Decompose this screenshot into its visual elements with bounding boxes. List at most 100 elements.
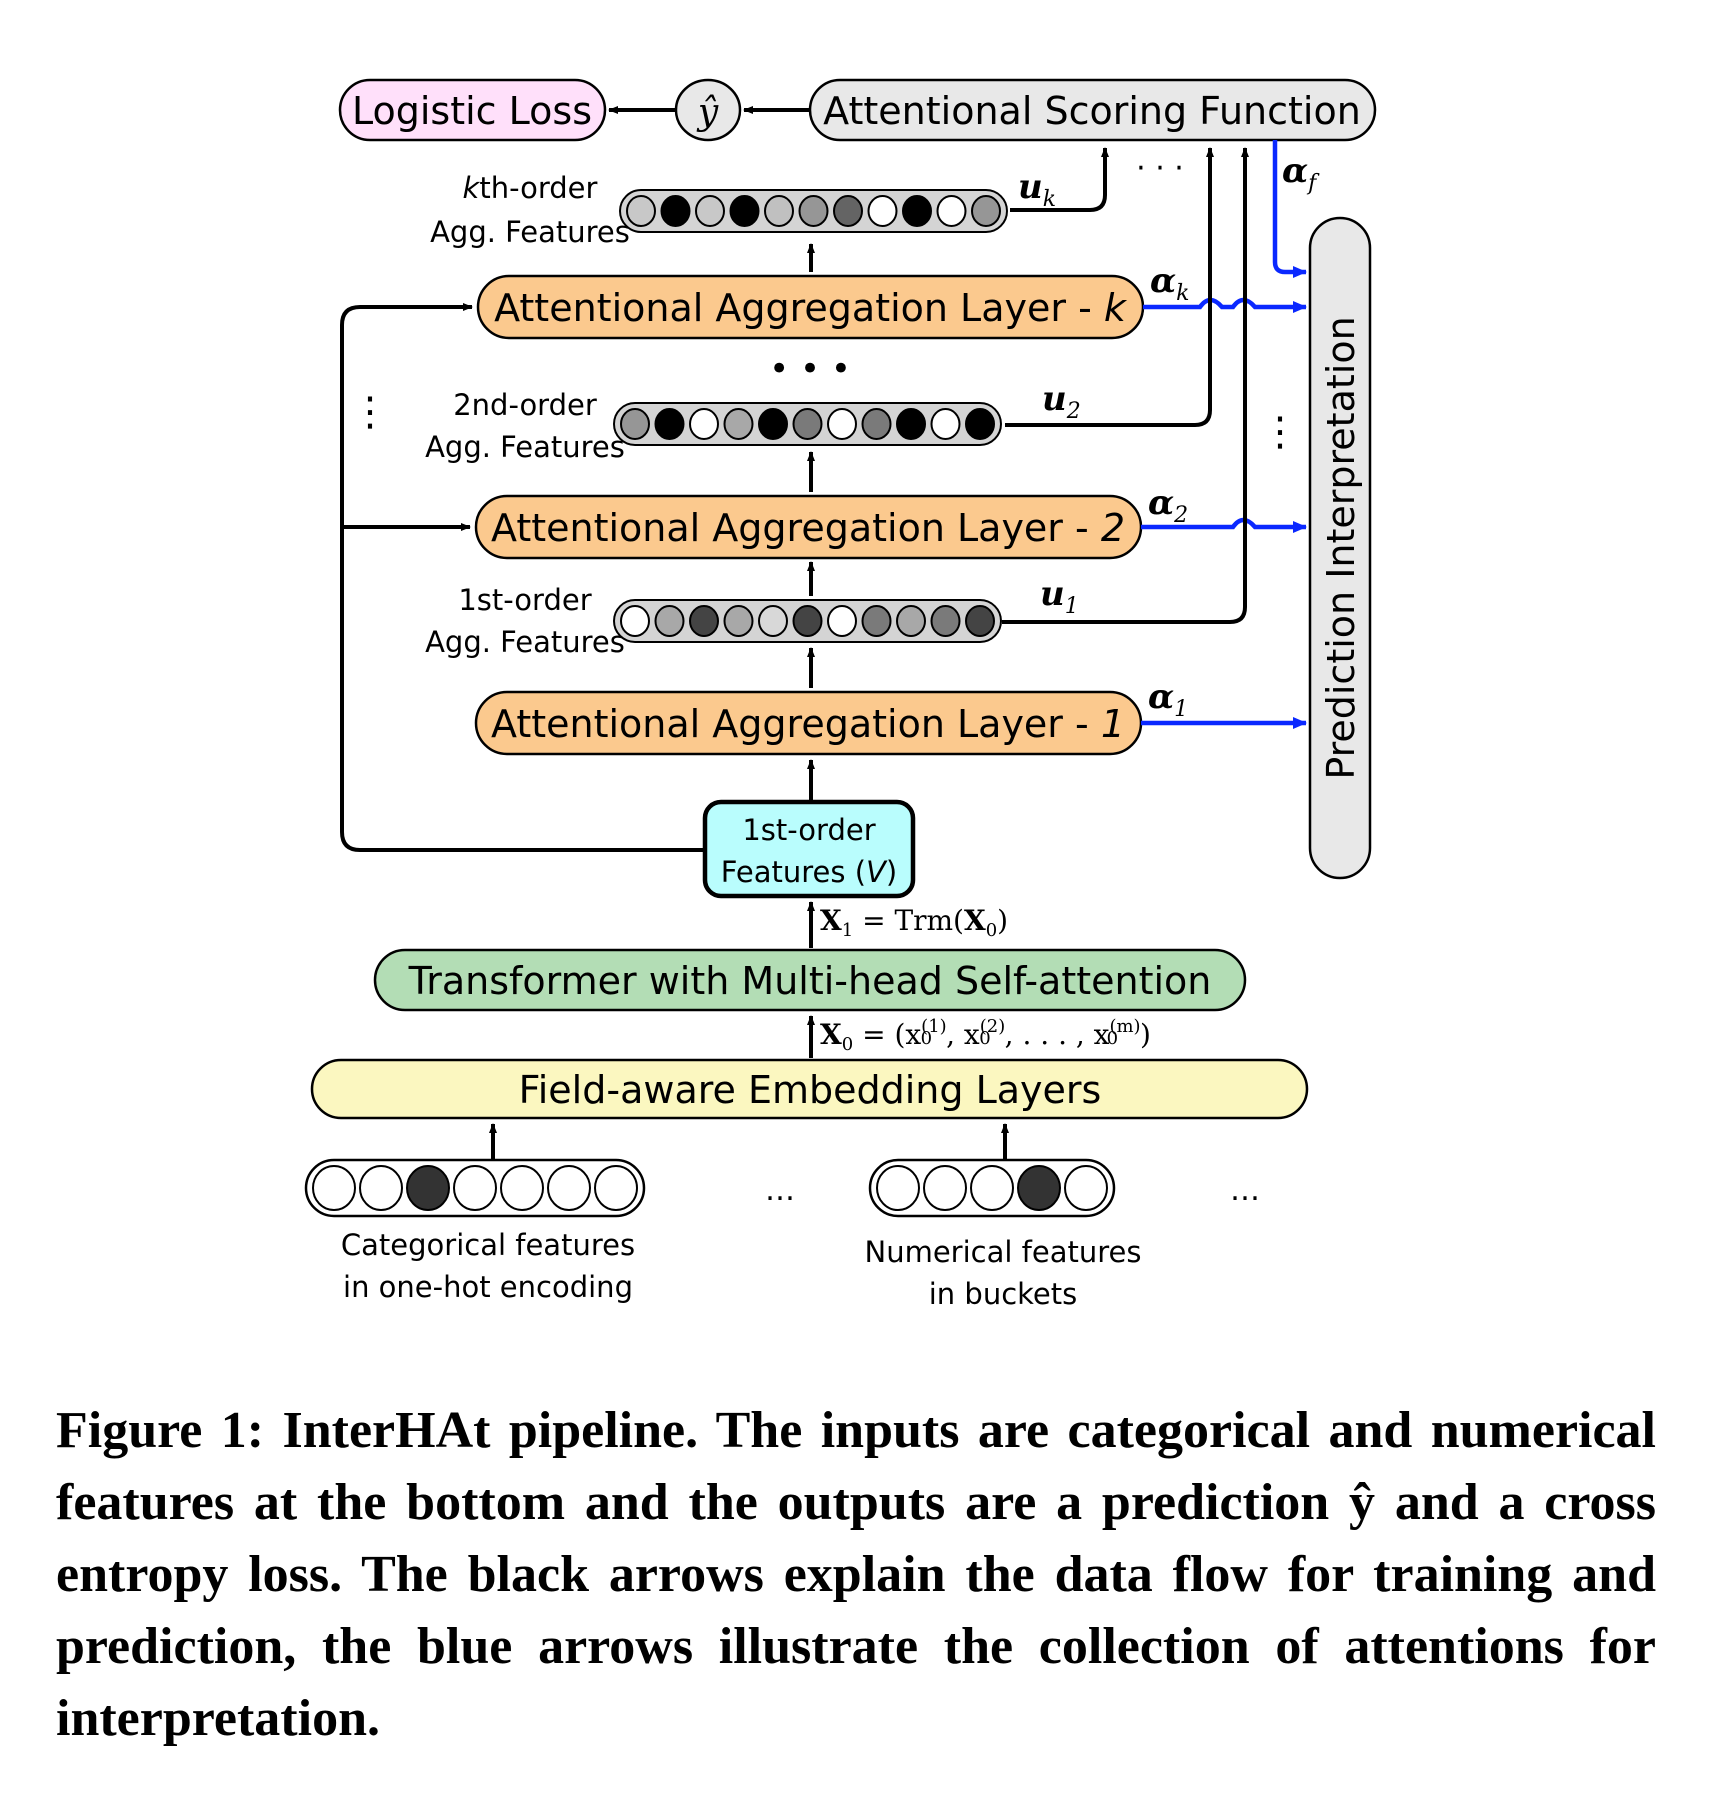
numerical-vector-unit [876, 1165, 920, 1211]
prediction-interpretation-node: Prediction Interpretation [1308, 216, 1372, 880]
kth-order-vector-unit [833, 195, 863, 227]
alpha-k-arrow [1143, 297, 1307, 313]
first-order-vector-unit [723, 605, 754, 637]
first-order-vector-unit [620, 605, 650, 637]
second-order-vector-unit [965, 408, 995, 440]
layer-1-label: Attentional Aggregation Layer - 1 [491, 702, 1125, 746]
second-order-vector-unit [792, 408, 823, 440]
attentional-aggregation-layer-2: Attentional Aggregation Layer - 2 [474, 494, 1143, 560]
alpha-k-label: αk [1150, 261, 1190, 306]
first-order-feature-vector [613, 599, 1002, 643]
kth-order-label-line2: Agg. Features [430, 215, 630, 249]
alpha-1-label: α1 [1148, 677, 1188, 722]
categorical-vector-unit [406, 1165, 450, 1211]
second-order-label-line1: 2nd-order [453, 388, 597, 422]
second-order-vector-unit [896, 408, 926, 440]
u1-label: u1 [1040, 574, 1079, 619]
ellipsis-scoring-inputs: · · · [1136, 151, 1184, 186]
x1-equation: X1 = Trm(X0) [820, 904, 1008, 941]
kth-order-feature-vector [619, 189, 1008, 233]
categorical-vector-unit [359, 1165, 403, 1211]
categorical-vector-unit [500, 1165, 544, 1211]
ellipsis-inputs-middle: … [765, 1173, 795, 1208]
kth-order-vector-unit [902, 195, 932, 227]
vertical-dots-right: ⋮ [1260, 409, 1300, 455]
logistic-loss-label: Logistic Loss [352, 89, 592, 133]
second-order-feature-vector [613, 402, 1002, 446]
attentional-scoring-function-node: Attentional Scoring Function [808, 78, 1377, 142]
second-order-vector-unit [654, 408, 685, 440]
numerical-label-line2: in buckets [929, 1277, 1077, 1311]
second-order-vector-unit [620, 408, 650, 440]
first-order-features-node: 1st-order Features (V) [702, 799, 916, 899]
first-order-label-line1: 1st-order [458, 583, 591, 617]
numerical-vector-unit [970, 1165, 1014, 1211]
kth-order-vector-unit [798, 195, 829, 227]
kth-order-vector-unit [660, 195, 691, 227]
first-order-vector-unit [896, 605, 926, 637]
categorical-label-line1: Categorical features [341, 1228, 635, 1262]
categorical-vector-unit [594, 1165, 638, 1211]
first-order-vector-unit [930, 605, 961, 637]
alpha-2-label: α2 [1148, 483, 1188, 528]
attentional-aggregation-layer-1: Attentional Aggregation Layer - 1 [474, 690, 1143, 756]
first-order-vector-unit [689, 605, 719, 637]
second-order-vector-unit [758, 408, 788, 440]
numerical-vector-unit [1064, 1165, 1108, 1211]
yhat-node: ŷ [674, 78, 742, 142]
categorical-vector-unit [453, 1165, 497, 1211]
u2-label: u2 [1042, 379, 1081, 424]
kth-order-vector-unit [971, 195, 1001, 227]
categorical-vector-unit [547, 1165, 591, 1211]
first-order-vector-unit [792, 605, 823, 637]
numerical-input-vector [868, 1158, 1116, 1218]
kth-order-vector-unit [695, 195, 725, 227]
categorical-label-line2: in one-hot encoding [343, 1270, 633, 1304]
features-label-line1: 1st-order [742, 813, 875, 847]
attentional-aggregation-layer-k: Attentional Aggregation Layer - k [476, 274, 1145, 340]
kth-order-label-line1: kth-order [463, 171, 598, 205]
arrow-u1-to-scoring [1002, 147, 1249, 624]
first-order-vector-unit [654, 605, 685, 637]
arrow-features-to-layerk [340, 303, 705, 852]
second-order-label-line2: Agg. Features [425, 430, 625, 464]
numerical-vector-unit [923, 1165, 967, 1211]
second-order-vector-unit [827, 408, 857, 440]
transformer-node: Transformer with Multi-head Self-attenti… [373, 948, 1247, 1012]
kth-order-vector-unit [764, 195, 794, 227]
alpha-f-arrow [1272, 140, 1307, 278]
vertical-dots-left: ⋮ [350, 389, 390, 435]
features-label-line2: Features (V) [721, 855, 897, 889]
yhat-label: ŷ [696, 92, 719, 133]
logistic-loss-node: Logistic Loss [338, 78, 607, 142]
field-aware-embedding-node: Field-aware Embedding Layers [310, 1058, 1309, 1120]
second-order-vector-unit [861, 408, 892, 440]
numerical-vector-unit [1017, 1165, 1061, 1211]
second-order-vector-unit [689, 408, 719, 440]
first-order-label-line2: Agg. Features [425, 625, 625, 659]
numerical-label-line1: Numerical features [865, 1235, 1142, 1269]
kth-order-vector-unit [867, 195, 898, 227]
second-order-vector-unit [930, 408, 961, 440]
layer-2-label: Attentional Aggregation Layer - 2 [491, 506, 1125, 550]
scoring-function-label: Attentional Scoring Function [823, 89, 1361, 133]
categorical-vector-unit [312, 1165, 356, 1211]
first-order-vector-unit [827, 605, 857, 637]
first-order-vector-unit [861, 605, 892, 637]
arrow-uk-to-scoring [1010, 147, 1109, 212]
uk-label: uk [1018, 167, 1056, 212]
transformer-label: Transformer with Multi-head Self-attenti… [408, 959, 1212, 1003]
kth-order-vector-unit [729, 195, 760, 227]
x0-equation: X0 = (x(1)0, x(2)0, . . . , x(m)0) [820, 1016, 1151, 1055]
alpha-f-label: αf [1282, 151, 1320, 196]
kth-order-vector-unit [626, 195, 656, 227]
second-order-vector-unit [723, 408, 754, 440]
layer-k-label: Attentional Aggregation Layer - k [494, 286, 1128, 330]
prediction-interpretation-label: Prediction Interpretation [1319, 316, 1363, 779]
arrow-u2-to-scoring [1005, 147, 1214, 427]
embedding-label: Field-aware Embedding Layers [519, 1068, 1102, 1112]
interhat-pipeline-diagram: Logistic Loss ŷ Attentional Scoring Func… [304, 78, 1377, 1311]
first-order-vector-unit [758, 605, 788, 637]
categorical-input-vector [304, 1158, 646, 1218]
ellipsis-inputs-right: … [1230, 1173, 1260, 1208]
